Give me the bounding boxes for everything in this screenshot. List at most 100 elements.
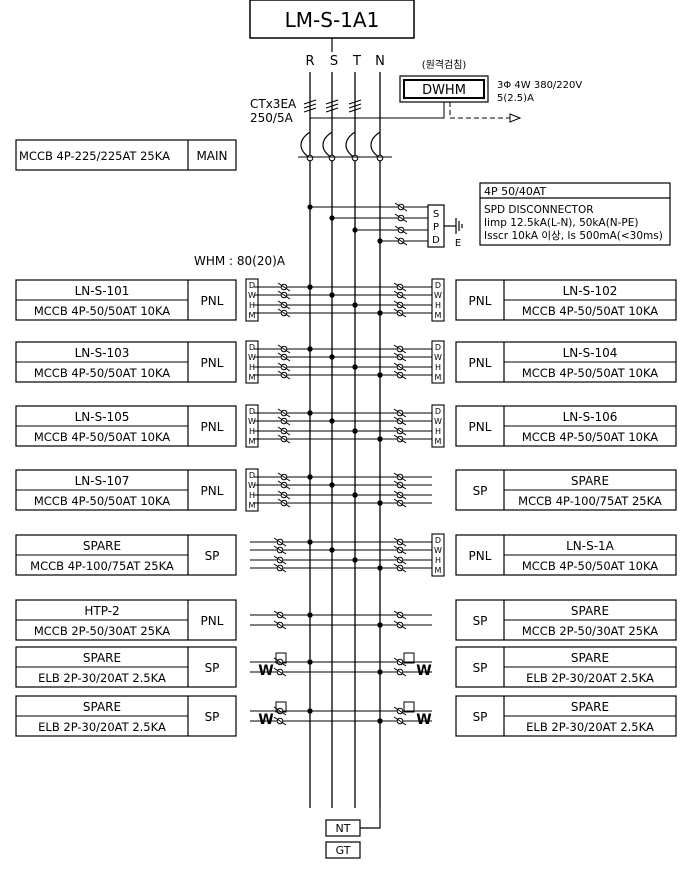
left-breaker-icon <box>277 498 291 508</box>
ct-icon <box>303 99 317 113</box>
right-branch-dot <box>307 612 313 618</box>
left-breaker-icon <box>273 555 287 565</box>
dwhm-letter: M <box>435 311 442 320</box>
feeder-tag: SP <box>473 484 488 498</box>
feeder-tag: PNL <box>469 420 492 434</box>
feeder-rating: MCCB 2P-50/30AT 25KA <box>522 624 658 638</box>
right-branch-dot <box>329 547 335 553</box>
spd-breaker-icon <box>394 236 408 246</box>
left-breaker-icon <box>273 620 287 630</box>
right-branch-dot <box>352 302 358 308</box>
spd-junction-dot <box>307 204 313 210</box>
earth-label: E <box>455 238 461 249</box>
feeder-rating: MCCB 4P-50/50AT 10KA <box>522 366 658 380</box>
left-breaker-icon <box>273 667 287 677</box>
right-breaker-icon <box>393 657 407 667</box>
right-branch-dot <box>307 539 313 545</box>
right-branch-dot <box>307 659 313 665</box>
right-breaker-icon <box>393 537 407 547</box>
dwhm-letter: H <box>435 427 441 436</box>
right-branch-dot <box>307 474 313 480</box>
right-branch-dot <box>377 500 383 506</box>
spd-line2: Iimp 12.5kA(L-N), 50kA(N-PE) <box>484 217 639 229</box>
right-branch-dot <box>377 669 383 675</box>
feeder-tag: PNL <box>201 356 224 370</box>
left-breaker-icon <box>277 370 291 380</box>
nt-label: NT <box>336 822 351 835</box>
main-breaker-rating: MCCB 4P-225/225AT 25KA <box>19 149 170 163</box>
gt-box <box>325 841 361 859</box>
feeder-tag: SP <box>473 614 488 628</box>
left-breaker-icon <box>277 290 291 300</box>
right-breaker-icon <box>393 282 407 292</box>
left-breaker-icon <box>277 282 291 292</box>
elb-w-icon: W <box>258 712 273 728</box>
left-dwhm-box <box>245 340 259 384</box>
right-dwhm-box <box>431 340 445 384</box>
right-branch-dot <box>307 284 313 290</box>
right-breaker-icon <box>393 308 407 318</box>
left-breaker-icon <box>277 362 291 372</box>
left-breaker-icon <box>277 416 291 426</box>
right-breaker-icon <box>393 434 407 444</box>
right-breaker-icon <box>393 706 407 716</box>
feeder-rating: ELB 2P-30/20AT 2.5KA <box>526 671 654 685</box>
left-breaker-icon <box>273 545 287 555</box>
right-breaker-icon <box>393 610 407 620</box>
feeder-tag: PNL <box>469 356 492 370</box>
feeder-name: SPARE <box>83 700 121 714</box>
feeder-tag: PNL <box>201 484 224 498</box>
feeder-rating: MCCB 4P-50/50AT 10KA <box>522 559 658 573</box>
spd-letter-s: S <box>433 209 439 220</box>
dwhm-letter: H <box>435 301 441 310</box>
right-branch-dot <box>377 436 383 442</box>
left-breaker-icon <box>277 352 291 362</box>
right-breaker-icon <box>393 416 407 426</box>
dwhm-letter: W <box>434 546 442 555</box>
dwhm-letter: M <box>249 437 256 446</box>
dwhm-letter: D <box>249 471 255 480</box>
right-branch-dot <box>352 492 358 498</box>
right-branch-dot <box>329 482 335 488</box>
left-breaker-icon <box>273 716 287 726</box>
left-dwhm-box <box>245 468 259 512</box>
spd-line3: Isscr 10kA 이상, Is 500mA(<30ms) <box>484 230 663 242</box>
feeder-rating: MCCB 4P-50/50AT 10KA <box>522 304 658 318</box>
left-breaker-icon <box>277 344 291 354</box>
feeder-tag: SP <box>205 710 220 724</box>
right-breaker-icon <box>393 290 407 300</box>
right-breaker-icon <box>393 472 407 482</box>
dwhm-letter: H <box>249 491 255 500</box>
dwhm-letter: D <box>435 407 441 416</box>
left-breaker-icon <box>273 610 287 620</box>
ct-label-line2: 250/5A <box>250 111 294 125</box>
feeder-tag: SP <box>205 549 220 563</box>
left-breaker-icon <box>277 308 291 318</box>
feeder-tag: PNL <box>201 294 224 308</box>
spd-junction-dot <box>377 238 383 244</box>
right-breaker-icon <box>393 352 407 362</box>
dwhm-letter: D <box>249 407 255 416</box>
dwhm-letter: D <box>435 343 441 352</box>
spd-breaker-icon <box>394 213 408 223</box>
right-breaker-icon <box>393 563 407 573</box>
earth-symbol-icon <box>444 218 463 234</box>
dwhm-letter: M <box>249 311 256 320</box>
feeder-name: SPARE <box>83 539 121 553</box>
dwhm-letter: D <box>249 281 255 290</box>
dwhm-meter-label: DWHM <box>422 83 466 98</box>
right-breaker-icon <box>393 426 407 436</box>
remote-reading-note: (원격검침) <box>422 58 467 71</box>
gt-label: GT <box>336 844 351 857</box>
remote-arrow-icon <box>509 113 522 123</box>
elb-w-icon: W <box>258 663 273 679</box>
elb-test-icon <box>403 701 415 713</box>
